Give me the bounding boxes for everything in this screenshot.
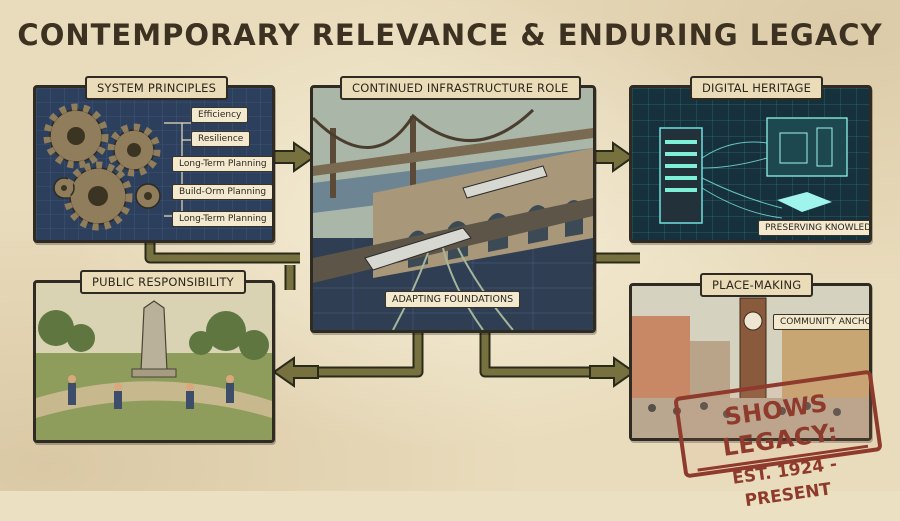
infrastructure-caption: ADAPTING FOUNDATIONS [385,291,521,308]
principle-item: Long-Term Planning [172,211,272,227]
infrastructure-label: CONTINUED INFRASTRUCTURE ROLE [340,76,581,100]
system-principles-label: SYSTEM PRINCIPLES [85,76,229,100]
public-responsibility-label: PUBLIC RESPONSIBILITY [80,270,246,294]
bridge-rail-illustration [313,88,593,330]
principle-item: Efficiency [191,107,249,123]
infrastructure-panel: ADAPTING FOUNDATIONS [310,85,596,333]
principle-item: Resilience [191,131,251,147]
arrow-left-bottom [272,356,319,388]
park-illustration [36,283,272,440]
town-square-illustration [632,286,869,438]
place-making-panel: COMMUNITY ANCHOR [629,283,872,441]
digital-heritage-caption: PRESERVING KNOWLEDGE [758,220,869,236]
principle-item: Build-Orm Planning [172,184,272,200]
digital-heritage-label: DIGITAL HERITAGE [690,76,824,100]
page-title: CONTEMPORARY RELEVANCE & ENDURING LEGACY [17,18,883,52]
public-responsibility-panel [33,280,275,443]
arrow-right-bottom [589,356,636,388]
place-making-caption: COMMUNITY ANCHOR [773,314,869,330]
connector-lines [144,240,640,378]
server-illustration [632,88,869,240]
digital-heritage-panel: PRESERVING KNOWLEDGE [629,85,872,243]
system-principles-panel: Efficiency Resilience Long-Term Planning… [33,85,275,243]
principle-item: Long-Term Planning [172,156,272,172]
place-making-label: PLACE-MAKING [700,273,814,297]
